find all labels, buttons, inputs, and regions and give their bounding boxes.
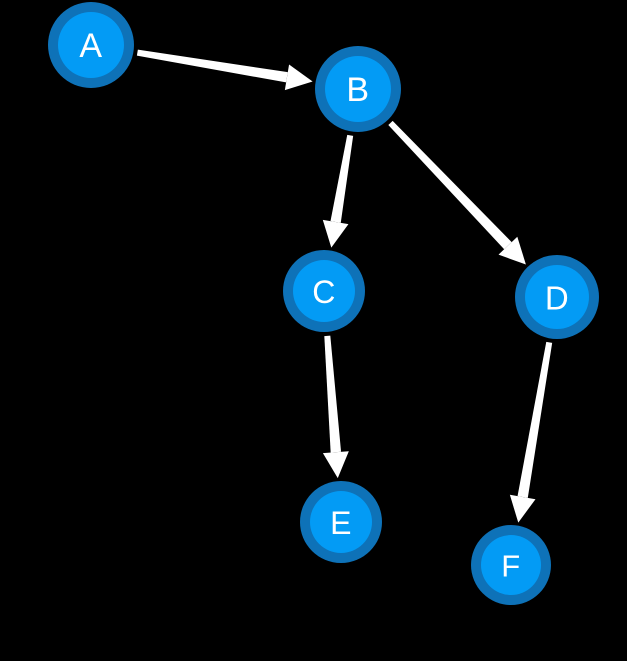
arrowhead-b-c [322, 219, 349, 248]
node-core-c [293, 260, 355, 322]
node-core-f [481, 535, 541, 595]
edges-layer [136, 49, 553, 523]
edge-shaft-b-c [330, 134, 354, 223]
edge-shaft-a-b [136, 49, 288, 83]
node-label-a: A [79, 27, 102, 65]
node-label-d: D [545, 280, 569, 317]
edge-shaft-c-e [324, 335, 342, 453]
edge-d-f [509, 341, 553, 523]
arrowhead-a-b [284, 64, 313, 91]
node-core-a [58, 12, 124, 78]
graph-node-c[interactable]: C [283, 250, 365, 332]
arrowhead-b-d [498, 236, 526, 265]
graph-node-a[interactable]: A [48, 2, 134, 88]
node-label-b: B [346, 71, 369, 109]
edge-shaft-b-d [388, 120, 512, 250]
node-core-d [525, 265, 589, 329]
node-core-e [310, 491, 372, 553]
edge-c-e [322, 335, 349, 479]
node-label-f: F [501, 549, 520, 584]
graph-node-e[interactable]: E [300, 481, 382, 563]
graph-node-f[interactable]: F [471, 525, 551, 605]
node-core-b [325, 56, 391, 122]
node-label-e: E [330, 505, 352, 541]
edge-shaft-d-f [517, 341, 553, 498]
graph-node-b[interactable]: B [315, 46, 401, 132]
node-label-c: C [312, 274, 336, 310]
edge-b-c [322, 134, 354, 248]
arrowhead-d-f [509, 494, 536, 523]
edge-a-b [136, 49, 313, 91]
nodes-layer: A B C D E F [48, 2, 599, 605]
graph-node-d[interactable]: D [515, 255, 599, 339]
arrowhead-c-e [322, 451, 349, 479]
edge-b-d [388, 120, 526, 265]
